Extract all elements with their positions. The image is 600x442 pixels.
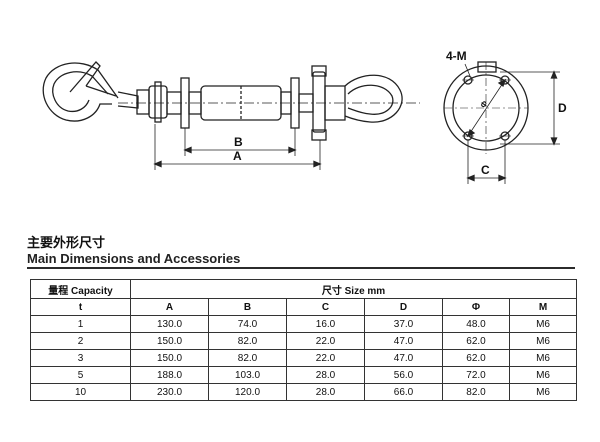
table-cell: 150.0 [130, 332, 209, 350]
table-cell: 28.0 [286, 383, 365, 401]
heading-rule [27, 267, 575, 269]
table-cell: 82.0 [208, 349, 287, 367]
table-column-row: t A B C D Φ M [30, 298, 578, 316]
dimension-d-label: D [558, 101, 567, 115]
column-header: D [364, 298, 443, 316]
table-cell: M6 [508, 383, 578, 401]
table-cell: M6 [508, 315, 578, 333]
column-header: Φ [442, 298, 510, 316]
heading-english: Main Dimensions and Accessories [27, 251, 241, 266]
column-header: C [286, 298, 365, 316]
dimensions-table: 量程 Capacity 尺寸 Size mm t A B C D Φ M 1 1… [30, 279, 578, 401]
capacity-cell: 2 [30, 332, 131, 350]
flange-end-view [443, 61, 560, 184]
table-cell: 188.0 [130, 366, 209, 384]
table-cell: 66.0 [364, 383, 443, 401]
dimension-b-label: B [234, 135, 243, 149]
table-cell: 56.0 [364, 366, 443, 384]
capacity-cell: 3 [30, 349, 131, 367]
dimension-b-line [183, 128, 297, 156]
shackle-left [136, 81, 182, 123]
table-cell: 74.0 [208, 315, 287, 333]
table-cell: M6 [508, 332, 578, 350]
heading-chinese: 主要外形尺寸 [27, 236, 106, 251]
table-row: 1 130.0 74.0 16.0 37.0 48.0 M6 [30, 315, 578, 333]
hook-drawing [42, 61, 139, 122]
table-row: 3 150.0 82.0 22.0 47.0 62.0 M6 [30, 349, 578, 367]
capacity-cell: 1 [30, 315, 131, 333]
table-cell: 82.0 [442, 383, 510, 401]
table-cell: 120.0 [208, 383, 287, 401]
size-header: 尺寸 Size mm [129, 279, 578, 299]
table-cell: 62.0 [442, 332, 510, 350]
bow-shackle [311, 65, 403, 141]
table-cell: 16.0 [286, 315, 365, 333]
table-cell: 48.0 [442, 315, 510, 333]
table-cell: 103.0 [208, 366, 287, 384]
table-cell: 47.0 [364, 349, 443, 367]
column-header: A [130, 298, 209, 316]
column-header: M [508, 298, 578, 316]
table-cell: 130.0 [130, 315, 209, 333]
dimension-a-line [153, 124, 322, 170]
table-cell: 72.0 [442, 366, 510, 384]
table-cell: 37.0 [364, 315, 443, 333]
column-header: B [208, 298, 287, 316]
table-cell: 22.0 [286, 332, 365, 350]
dimension-c-label: C [481, 163, 490, 177]
holes-label: 4-M [446, 49, 467, 63]
table-header-row: 量程 Capacity 尺寸 Size mm [30, 279, 578, 299]
capacity-header: 量程 Capacity [30, 279, 131, 299]
table-cell: 150.0 [130, 349, 209, 367]
table-cell: 47.0 [364, 332, 443, 350]
table-cell: M6 [508, 366, 578, 384]
table-cell: 22.0 [286, 349, 365, 367]
table-row: 2 150.0 82.0 22.0 47.0 62.0 M6 [30, 332, 578, 350]
capacity-cell: 5 [30, 366, 131, 384]
unit-header: t [30, 298, 131, 316]
table-cell: 230.0 [130, 383, 209, 401]
dimension-a-label: A [233, 149, 242, 163]
table-cell: 82.0 [208, 332, 287, 350]
table-cell: M6 [508, 349, 578, 367]
technical-drawing: B A 4-M Φ D C [42, 49, 567, 184]
table-cell: 28.0 [286, 366, 365, 384]
table-row: 5 188.0 103.0 28.0 56.0 72.0 M6 [30, 366, 578, 384]
capacity-cell: 10 [30, 383, 131, 401]
phi-label: Φ [479, 99, 490, 110]
table-row: 10 230.0 120.0 28.0 66.0 82.0 M6 [30, 383, 578, 401]
table-cell: 62.0 [442, 349, 510, 367]
